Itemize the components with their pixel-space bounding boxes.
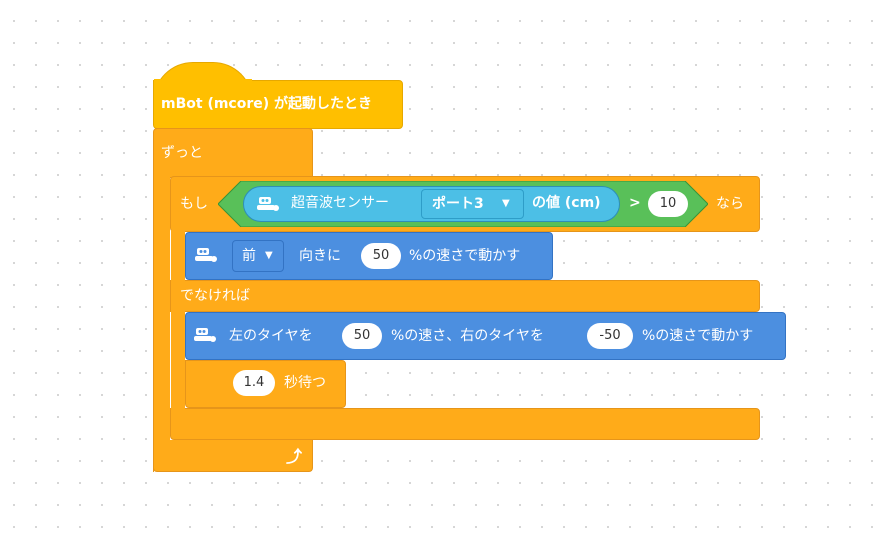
mbot-icon [195,248,217,262]
move-label-1: 向きに [299,248,341,264]
seconds-input[interactable]: 1.4 [233,370,275,396]
value-label: の値 (cm) [532,195,601,211]
port-dropdown[interactable]: ポート3 ▼ [421,189,524,219]
motor-label-1: 左のタイヤを [229,328,313,344]
chevron-down-icon: ▼ [502,198,510,209]
hat-label: mBot (mcore) が起動したとき [161,96,373,112]
mbot-icon [257,197,279,211]
chevron-down-icon: ▼ [265,250,273,261]
hat-block-when-started[interactable]: mBot (mcore) が起動したとき [153,62,403,129]
operator-symbol: > [629,195,641,211]
forever-block[interactable] [153,128,313,178]
move-label-2: %の速さで動かす [409,248,521,264]
then-label: なら [716,196,744,212]
motor-label-2: %の速さ、右のタイヤを [391,328,544,344]
mbot-icon [194,328,216,342]
direction-dropdown[interactable]: 前 ▼ [232,240,284,272]
if-label: もし [180,196,208,212]
loop-arrow-icon: ⤴ [286,447,303,466]
else-label: でなければ [180,288,250,304]
right-speed-input[interactable]: -50 [587,323,633,349]
sensor-label: 超音波センサー [291,195,389,211]
speed-input[interactable]: 50 [361,243,401,269]
left-speed-input[interactable]: 50 [342,323,382,349]
motor-label-3: %の速さで動かす [642,328,754,344]
wait-label: 秒待つ [284,375,326,391]
forever-label: ずっと [161,145,203,161]
threshold-input[interactable]: 10 [648,191,688,217]
motor-speed-block[interactable] [185,312,786,360]
